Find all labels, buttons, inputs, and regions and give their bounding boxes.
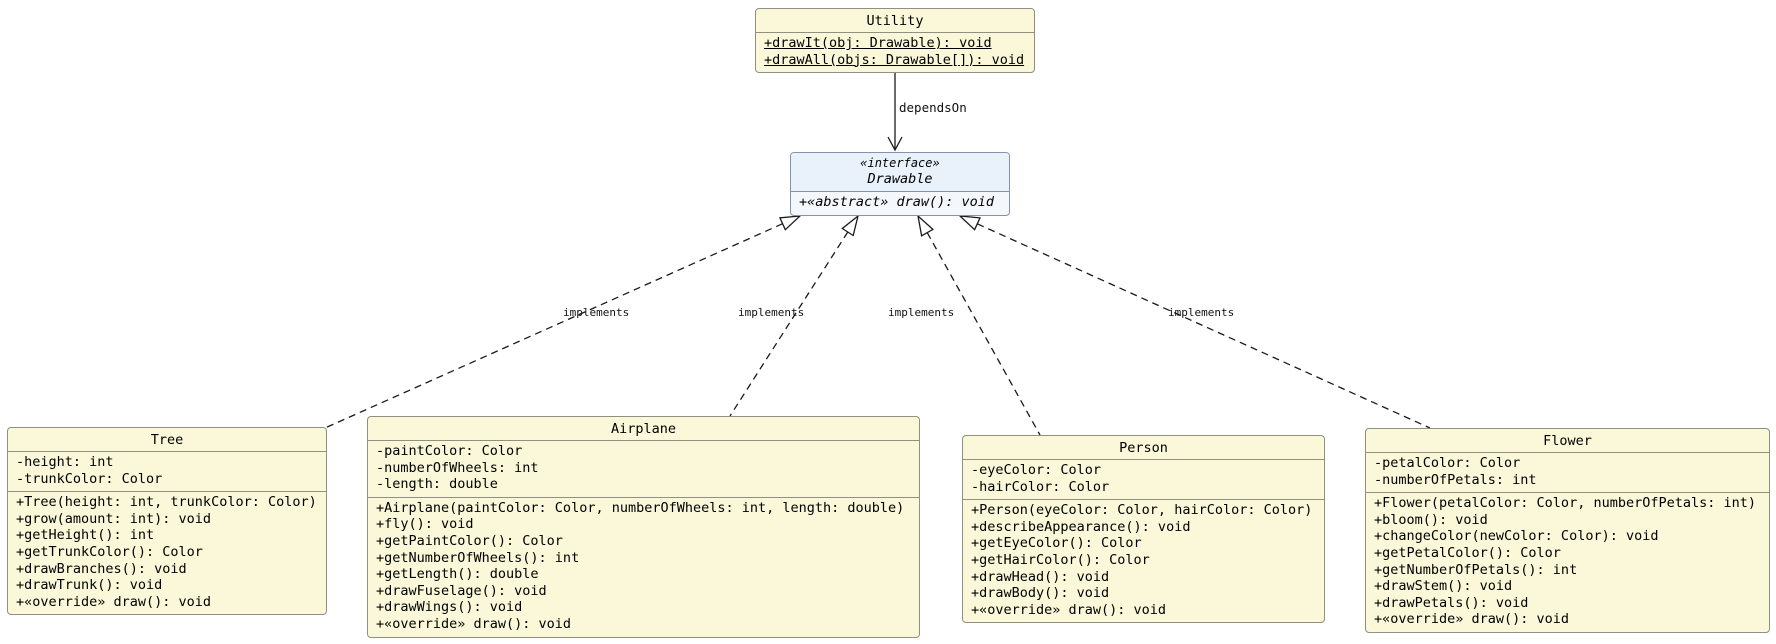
member-line: +Tree(height: int, trunkColor: Color) — [16, 494, 317, 511]
member-line: -eyeColor: Color — [971, 462, 1102, 478]
member-line: +drawIt(obj: Drawable): void — [764, 35, 992, 51]
interface-header-drawable: «interface» Drawable — [791, 153, 1009, 192]
member-line: +Person(eyeColor: Color, hairColor: Colo… — [971, 502, 1313, 519]
methods-compartment-flower: +Flower(petalColor: Color, numberOfPetal… — [1366, 493, 1769, 632]
attributes-compartment-airplane: -paintColor: Color-numberOfWheels: int-l… — [368, 441, 919, 498]
interface-stereotype: «interface» — [860, 156, 940, 170]
class-name-drawable: Drawable — [867, 171, 933, 187]
edge-person-implements-drawable — [926, 232, 1041, 436]
methods-compartment-drawable: +«abstract» draw(): void — [791, 192, 1009, 215]
member-line: +changeColor(newColor: Color): void — [1374, 528, 1659, 545]
class-name-person: Person — [963, 436, 1324, 460]
methods-compartment-utility: +drawIt(obj: Drawable): void+drawAll(obj… — [756, 33, 1034, 72]
class-name-flower: Flower — [1366, 429, 1769, 453]
class-name-airplane: Airplane — [368, 417, 919, 441]
class-name-tree: Tree — [8, 428, 326, 452]
member-line: +Airplane(paintColor: Color, numberOfWhe… — [376, 499, 905, 516]
member-line: +drawBranches(): void — [16, 560, 187, 577]
member-line: +drawTrunk(): void — [16, 577, 163, 594]
edge-airplane-implements-drawable — [729, 231, 849, 417]
arrowhead-implements-flower-triangle — [958, 215, 981, 231]
member-line: +getHeight(): int — [16, 527, 155, 544]
attributes-compartment-tree: -height: int-trunkColor: Color — [8, 452, 326, 493]
member-line: +drawFuselage(): void — [376, 582, 547, 599]
class-node-flower[interactable]: Flower -petalColor: Color-numberOfPetals… — [1365, 428, 1770, 633]
methods-compartment-tree: +Tree(height: int, trunkColor: Color)+gr… — [8, 492, 326, 614]
arrowhead-dependson-vee — [887, 136, 903, 152]
member-line: -petalColor: Color — [1374, 455, 1521, 471]
class-node-tree[interactable]: Tree -height: int-trunkColor: Color +Tre… — [7, 427, 327, 616]
class-node-airplane[interactable]: Airplane -paintColor: Color-numberOfWhee… — [367, 416, 920, 638]
member-line: +«override» draw(): void — [971, 601, 1167, 618]
member-line: +bloom(): void — [1374, 511, 1488, 528]
member-line: +getHairColor(): Color — [971, 551, 1150, 568]
member-line: -hairColor: Color — [971, 478, 1110, 495]
arrowhead-implements-tree-triangle — [778, 215, 802, 231]
member-line: +getNumberOfPetals(): int — [1374, 561, 1578, 578]
member-line: -length: double — [376, 476, 498, 493]
member-line: +drawBody(): void — [971, 585, 1110, 602]
member-line: +getPetalColor(): Color — [1374, 544, 1561, 561]
class-node-utility[interactable]: Utility +drawIt(obj: Drawable): void+dra… — [755, 8, 1035, 74]
edge-label-implements-flower: implements — [1168, 306, 1235, 319]
member-line: +«override» draw(): void — [16, 593, 212, 610]
member-line: +fly(): void — [376, 516, 474, 533]
member-line: +drawPetals(): void — [1374, 594, 1529, 611]
member-line: -numberOfPetals: int — [1374, 471, 1537, 488]
edge-flower-implements-drawable — [977, 223, 1431, 429]
member-line: +Flower(petalColor: Color, numberOfPetal… — [1374, 495, 1757, 512]
edge-label-implements-person: implements — [888, 306, 955, 319]
member-line: +«override» draw(): void — [1374, 611, 1570, 628]
member-line: +getNumberOfWheels(): int — [376, 549, 580, 566]
edge-label-implements-tree: implements — [563, 306, 630, 319]
attributes-compartment-person: -eyeColor: Color-hairColor: Color — [963, 460, 1324, 501]
edge-label-implements-airplane: implements — [738, 306, 805, 319]
edge-label-dependson: dependsOn — [899, 100, 967, 115]
member-line: +drawWings(): void — [376, 599, 523, 616]
member-line: +drawAll(objs: Drawable[]): void — [764, 51, 1025, 68]
member-line: -height: int — [16, 454, 114, 470]
member-line: +getLength(): double — [376, 566, 539, 583]
member-line: +getEyeColor(): Color — [971, 535, 1142, 552]
member-line: -paintColor: Color — [376, 443, 523, 459]
member-line: +grow(amount: int): void — [16, 510, 212, 527]
class-node-drawable[interactable]: «interface» Drawable +«abstract» draw():… — [790, 152, 1010, 216]
member-line: +drawStem(): void — [1374, 578, 1513, 595]
class-node-person[interactable]: Person -eyeColor: Color-hairColor: Color… — [962, 435, 1325, 624]
arrowhead-implements-airplane-triangle — [841, 214, 860, 237]
member-line: +getPaintColor(): Color — [376, 532, 563, 549]
member-line: +describeAppearance(): void — [971, 518, 1191, 535]
edge-tree-implements-drawable — [324, 223, 783, 429]
attributes-compartment-flower: -petalColor: Color-numberOfPetals: int — [1366, 453, 1769, 494]
member-line: -numberOfWheels: int — [376, 459, 539, 476]
methods-compartment-person: +Person(eyeColor: Color, hairColor: Colo… — [963, 500, 1324, 622]
arrowhead-implements-person-triangle — [917, 214, 935, 237]
member-line: +getTrunkColor(): Color — [16, 543, 203, 560]
member-line: +«override» draw(): void — [376, 615, 572, 632]
member-line: -trunkColor: Color — [16, 470, 163, 487]
member-line: +«abstract» draw(): void — [799, 194, 995, 210]
class-name-utility: Utility — [756, 9, 1034, 33]
methods-compartment-airplane: +Airplane(paintColor: Color, numberOfWhe… — [368, 498, 919, 637]
member-line: +drawHead(): void — [971, 568, 1110, 585]
